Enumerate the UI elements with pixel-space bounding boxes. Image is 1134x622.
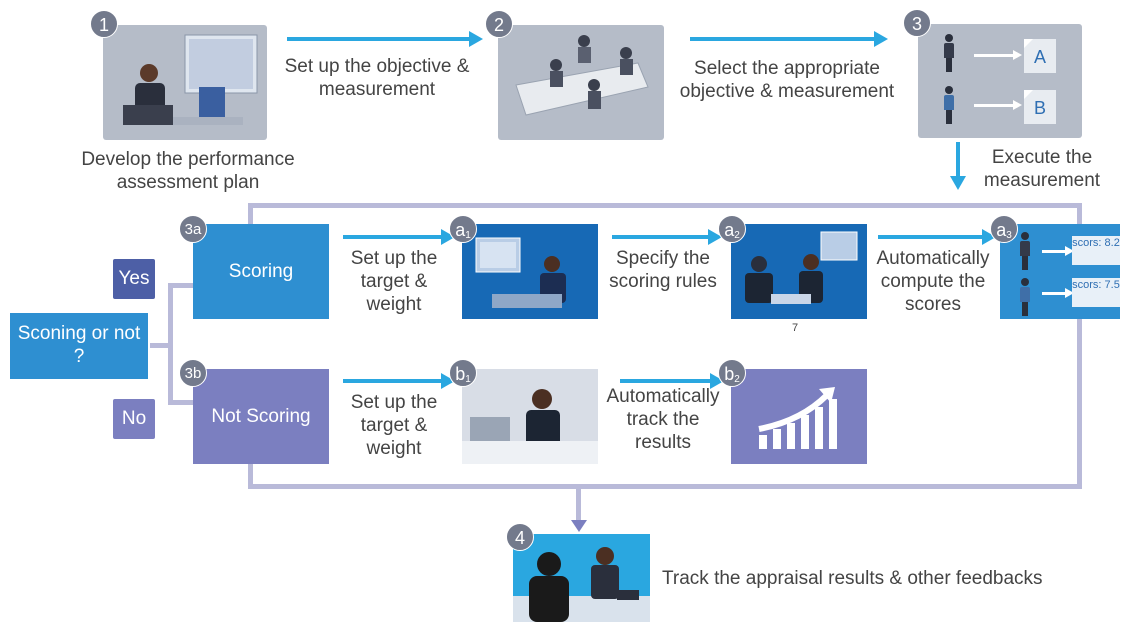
- a3-badge-letter: a: [996, 220, 1007, 240]
- score-badge-1: scors: 8.2: [1072, 236, 1120, 265]
- step3-image: A B: [918, 24, 1082, 138]
- not-scoring-box: Not Scoring: [193, 369, 329, 464]
- a3-arrow-2: [1042, 288, 1074, 298]
- arrow-b1-to-b2: [620, 373, 724, 389]
- b1-badge-letter: b: [455, 364, 466, 384]
- a1-badge-letter: a: [455, 220, 466, 240]
- scoring-label: Scoring: [228, 261, 294, 282]
- frame-left-bottom-line: [248, 460, 253, 489]
- step3b-badge: 3b: [179, 359, 207, 387]
- arrow-2-to-3: [690, 31, 888, 47]
- arrow-1-to-2-label: Set up the objective & measurement: [284, 56, 470, 100]
- connector-down-to-4: [576, 484, 581, 524]
- score-badge-2: scors: 7.5: [1072, 278, 1120, 307]
- b1-badge: b1: [449, 359, 477, 387]
- scoring-rules-label: Specify the scoring rules: [609, 248, 717, 292]
- team-meeting-illustration: [515, 35, 649, 116]
- branch-to-not-scoring-line: [168, 400, 194, 405]
- discussion-illustration: [745, 231, 858, 304]
- a1-badge: a1: [449, 215, 477, 243]
- decision-branch-horizontal: [150, 343, 170, 348]
- arrow-not-scoring-to-b1: [343, 373, 455, 389]
- yes-label-text: Yes: [118, 268, 150, 289]
- arrow-3-down-label: Execute the measurement: [983, 147, 1101, 191]
- step1-badge: 1: [90, 10, 118, 38]
- b2-image: [731, 369, 867, 464]
- presenter-screen-illustration: [475, 237, 566, 308]
- arrow-1-to-2: [287, 31, 483, 47]
- handshake-meeting-illustration: [513, 547, 650, 622]
- a1-image: [462, 224, 598, 319]
- arrow-a1-to-a2: [612, 229, 722, 245]
- decision-question-box: Sconing or not ?: [10, 313, 148, 379]
- step3-badge: 3: [903, 9, 931, 37]
- a2-footnote: 7: [792, 322, 799, 334]
- arrow-3-down: [956, 142, 960, 176]
- no-label-box: No: [113, 399, 155, 439]
- step4-caption: Track the appraisal results & other feed…: [662, 568, 1043, 589]
- step4-image: [513, 534, 650, 622]
- step2-badge: 2: [485, 10, 513, 38]
- not-scoring-label: Not Scoring: [211, 406, 311, 427]
- arrow-to-doc-b: [974, 100, 1022, 110]
- compute-scores-label: Automatically compute the scores: [876, 248, 990, 315]
- decision-question-text: Sconing or not ?: [17, 323, 141, 367]
- a3-arrow-1: [1042, 246, 1074, 256]
- office-worker-computer-illustration: [123, 34, 258, 125]
- person-icon-b: [944, 86, 954, 124]
- a1-badge-sub: 1: [465, 230, 471, 241]
- a2-badge-sub: 2: [734, 230, 740, 241]
- a3-person-icon-2: [1020, 278, 1030, 316]
- arrow-to-doc-a: [974, 50, 1022, 60]
- arrow-a2-to-a3: [878, 229, 996, 245]
- step1-caption: Develop the performance assessment plan: [81, 149, 295, 193]
- a2-image: [731, 224, 867, 319]
- scoring-box: Scoring: [193, 224, 329, 319]
- decision-branch-vertical: [168, 283, 173, 403]
- document-a-icon: A: [1024, 39, 1056, 73]
- scoring-target-weight-label: Set up the target & weight: [350, 248, 438, 315]
- not-scoring-target-weight-label: Set up the target & weight: [350, 392, 438, 459]
- frame-left-top-line: [248, 203, 253, 228]
- yes-label-box: Yes: [113, 259, 155, 299]
- arrow-scoring-to-a1: [343, 229, 455, 245]
- desk-worker-illustration: [462, 389, 598, 464]
- a3-image: scors: 8.2 scors: 7.5: [1000, 224, 1120, 319]
- growth-chart-icon: [758, 387, 837, 449]
- frame-top-line: [248, 203, 1082, 208]
- a3-badge: a3: [990, 215, 1018, 243]
- person-icon-a: [944, 34, 954, 72]
- a3-person-icon-1: [1020, 232, 1030, 270]
- step2-image: [498, 25, 664, 140]
- branch-to-scoring-line: [168, 283, 194, 288]
- step4-badge: 4: [506, 523, 534, 551]
- no-label-text: No: [121, 408, 147, 429]
- a2-badge-letter: a: [724, 220, 735, 240]
- b2-badge-sub: 2: [734, 374, 740, 385]
- connector-arrowhead-to-4: [571, 520, 587, 532]
- frame-bottom-line: [248, 484, 1082, 489]
- frame-right-line: [1077, 203, 1082, 489]
- arrow-2-to-3-label: Select the appropriate objective & measu…: [679, 58, 895, 102]
- b1-image: [462, 369, 598, 464]
- step3a-badge: 3a: [179, 215, 207, 243]
- a2-badge: a2: [718, 215, 746, 243]
- document-b-icon: B: [1024, 90, 1056, 124]
- step1-image: [103, 25, 267, 140]
- b2-badge-letter: b: [724, 364, 735, 384]
- a3-badge-sub: 3: [1006, 230, 1012, 241]
- b1-badge-sub: 1: [465, 374, 471, 385]
- arrow-3-down-head: [950, 176, 966, 190]
- track-results-label: Automatically track the results: [606, 386, 720, 453]
- b2-badge: b2: [718, 359, 746, 387]
